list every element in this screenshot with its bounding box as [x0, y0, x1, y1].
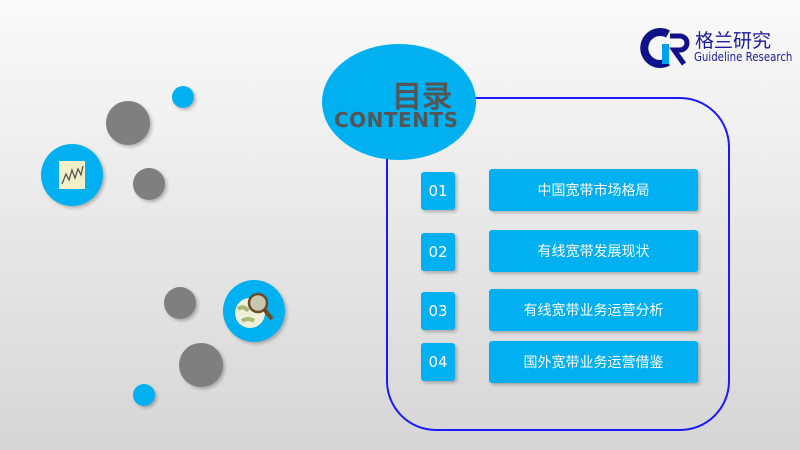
toc-item-1[interactable]: 中国宽带市场格局: [489, 169, 698, 211]
logo-name-en: Guideline Research: [694, 50, 793, 64]
contents-title-cn: 目录: [392, 80, 452, 115]
contents-title-en: CONTENTS: [334, 108, 459, 132]
decor-circle: [133, 384, 155, 406]
contents-badge: [322, 44, 476, 160]
decor-circle: [133, 168, 165, 200]
decor-circle: [164, 287, 196, 319]
toc-item-3[interactable]: 有线宽带业务运营分析: [489, 289, 698, 331]
decor-circle: [179, 343, 223, 387]
decor-circle: [106, 101, 150, 145]
logo-name-cn: 格兰研究: [695, 30, 772, 52]
toc-item-4[interactable]: 国外宽带业务运营借鉴: [489, 341, 698, 383]
gr-logo-icon: [640, 28, 690, 68]
contents-frame: [386, 97, 730, 431]
chart-document-icon: [41, 144, 103, 206]
item-number: 03: [421, 292, 455, 330]
item-number: 04: [421, 343, 455, 381]
item-number: 01: [421, 172, 455, 210]
decor-circle: [172, 86, 194, 108]
item-number: 02: [421, 233, 455, 271]
magnifier-globe-icon: [223, 280, 285, 342]
logo: 格兰研究 Guideline Research: [640, 26, 792, 74]
toc-item-2[interactable]: 有线宽带发展现状: [489, 230, 698, 272]
